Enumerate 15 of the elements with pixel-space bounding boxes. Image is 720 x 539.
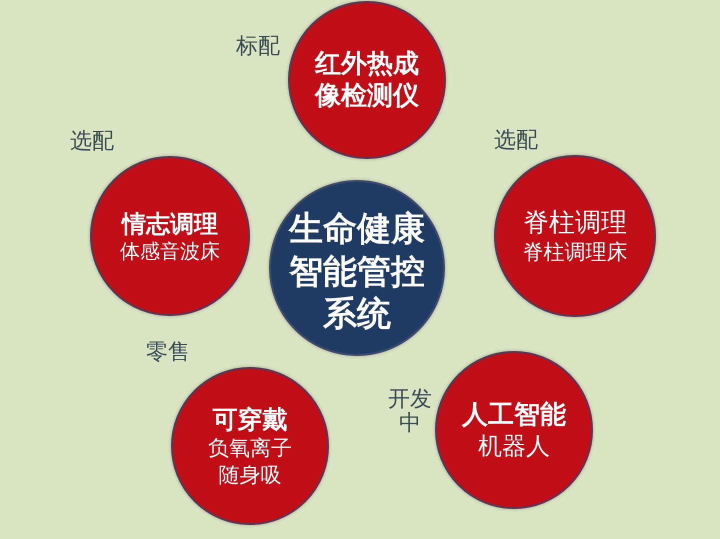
circle-title: 人工智能 bbox=[462, 398, 566, 432]
status-label: 开发中 bbox=[388, 388, 432, 436]
circle-title: 情志调理 bbox=[122, 208, 218, 238]
system-title: 生命健康智能管控系统 bbox=[287, 208, 426, 336]
circle-title: 可穿戴 bbox=[212, 404, 288, 436]
circle-subtitle: 机器人 bbox=[478, 431, 550, 462]
circle-subtitle: 负氧离子随身吸 bbox=[206, 435, 293, 488]
status-label: 零售 bbox=[146, 341, 190, 366]
circle-title: 红外热成像检测仪 bbox=[313, 48, 420, 112]
circle-title: 脊柱调理 bbox=[523, 206, 627, 240]
circle-subtitle: 脊柱调理床 bbox=[522, 239, 628, 266]
circle-subtitle: 体感音波床 bbox=[120, 238, 220, 264]
status-label: 选配 bbox=[494, 129, 538, 154]
status-label: 选配 bbox=[70, 130, 114, 154]
status-label: 标配 bbox=[236, 35, 280, 60]
